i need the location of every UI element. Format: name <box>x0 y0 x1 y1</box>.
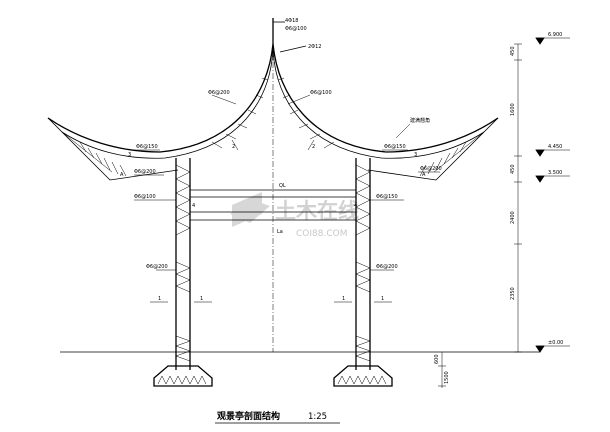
section-mark-4a: 4 <box>192 203 195 209</box>
dim-right-4: 2400 <box>510 211 516 224</box>
dim-right-3: 450 <box>510 164 516 174</box>
base-dimensions: 600 1500 <box>434 352 450 388</box>
section-marks: 1 1 1 1 2 2 3 3 4 4 A A <box>120 144 426 303</box>
section-mark-1b: 1 <box>200 296 203 302</box>
watermark-logo-diamond <box>230 199 270 223</box>
level-2: 4.450 <box>548 144 562 150</box>
beam-label-la: La <box>277 229 283 235</box>
top-rebar-label-1: 4Φ18 <box>285 18 298 24</box>
level-marks: 6.900 4.450 3.500 ±0.00 <box>535 32 570 353</box>
rebar-label-9: Φ6@150 <box>376 194 398 200</box>
roof-finial: 4Φ18 Φ6@100 2Φ12 <box>272 18 321 53</box>
section-mark-1a: 1 <box>158 296 161 302</box>
top-rebar-label-2: Φ6@100 <box>285 26 307 32</box>
left-footing <box>153 365 213 387</box>
rebar-label-2: Φ6@150 <box>136 144 158 150</box>
watermark-url: COI88.COM <box>296 229 347 239</box>
rebar-label-8: Φ6@200 <box>420 166 442 172</box>
right-footing <box>333 365 393 387</box>
section-mark-3b: 3 <box>414 152 417 158</box>
rebar-label-5: Φ6@200 <box>146 264 168 270</box>
dim-right-2: 1600 <box>510 103 516 116</box>
rebar-label-10: Φ6@200 <box>376 264 398 270</box>
roof-note: 建满翘角 <box>410 117 430 124</box>
rebar-labels: Φ6@200 Φ6@150 Φ6@200 Φ6@100 Φ6@200 Φ6@10… <box>134 90 442 271</box>
ring-beam-ql: QL <box>190 183 356 198</box>
roof-outline <box>47 43 499 181</box>
rebar-label-6: Φ6@100 <box>310 90 332 96</box>
elevation-dimensions: 450 1600 450 2400 2350 <box>510 43 522 353</box>
right-column <box>355 158 371 370</box>
section-mark-aa: A <box>120 172 124 178</box>
rebar-label-4: Φ6@100 <box>134 194 156 200</box>
level-1: 6.900 <box>548 32 562 38</box>
beam-label-ql: QL <box>279 183 286 189</box>
base-dim-1: 600 <box>434 354 440 364</box>
dim-right-1: 450 <box>510 46 516 56</box>
dim-right-5: 2350 <box>510 287 516 300</box>
section-mark-2a: 2 <box>232 144 235 150</box>
left-column <box>175 158 191 370</box>
rebar-label-7: Φ6@150 <box>384 144 406 150</box>
drawing-scale: 1:25 <box>308 412 327 422</box>
level-3: 3.500 <box>548 170 562 176</box>
watermark: 土木在线 COI88.COM <box>230 192 359 239</box>
section-mark-2b: 2 <box>312 144 315 150</box>
section-mark-4b: 4 <box>354 203 357 209</box>
section-mark-1c: 1 <box>342 296 345 302</box>
drawing-title: 观景亭剖面结构 <box>217 410 280 422</box>
section-mark-ab: A <box>422 172 426 178</box>
level-4: ±0.00 <box>548 340 563 346</box>
section-mark-3a: 3 <box>128 152 131 158</box>
base-dim-2: 1500 <box>444 371 450 384</box>
section-mark-1d: 1 <box>381 296 384 302</box>
drawing-title-block: 观景亭剖面结构 1:25 <box>215 410 340 424</box>
top-rebar-label-3: 2Φ12 <box>308 44 321 50</box>
rebar-label-1: Φ6@200 <box>208 90 230 96</box>
watermark-text: 土木在线 <box>275 199 359 223</box>
lintel-la: La <box>190 211 356 235</box>
rebar-label-3: Φ6@200 <box>134 169 156 175</box>
